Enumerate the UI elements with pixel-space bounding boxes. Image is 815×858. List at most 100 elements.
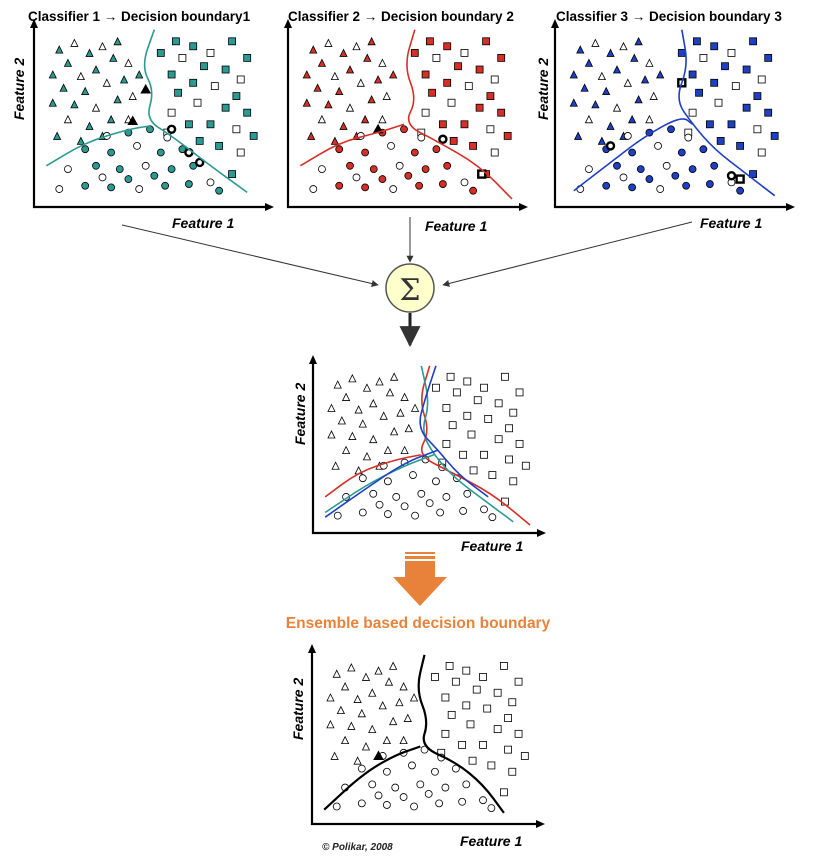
- class-square-point: [490, 148, 499, 157]
- class-square-point: [462, 701, 471, 710]
- class-square-point: [195, 136, 204, 145]
- y-axis-arrowhead: [308, 644, 316, 653]
- class-square-point: [459, 450, 468, 459]
- class-circle-point: [438, 180, 447, 188]
- class-triangle-point: [382, 735, 392, 745]
- class-circle-point: [425, 499, 434, 508]
- panel-1-ylabel: Feature 2: [11, 58, 27, 120]
- panel-2-xlabel: Feature 1: [425, 218, 487, 234]
- class-square-point: [764, 108, 773, 117]
- class-triangle-point: [91, 65, 101, 74]
- class-triangle-point: [645, 114, 654, 124]
- class-circle-point: [404, 171, 413, 180]
- class-triangle-point: [591, 38, 600, 47]
- class-square-point: [172, 37, 180, 46]
- class-square-point: [504, 745, 513, 754]
- class-square-point: [727, 120, 736, 129]
- class-square-point: [221, 103, 230, 112]
- class-circle-point: [667, 125, 675, 134]
- class-square-point: [757, 148, 766, 157]
- class-triangle-point: [399, 682, 408, 691]
- class-circle-point: [602, 181, 611, 190]
- class-triangle-point: [55, 45, 64, 54]
- class-square-point: [464, 82, 473, 91]
- class-square-point: [462, 666, 471, 675]
- class-square-point: [508, 698, 517, 707]
- class-square-point: [441, 729, 450, 738]
- class-triangle-point: [135, 70, 144, 79]
- class-circle-point: [156, 148, 165, 157]
- class-triangle-point: [382, 91, 391, 100]
- ensemble-xlabel: Feature 1: [460, 833, 522, 849]
- class-triangle-point: [395, 697, 404, 707]
- class-square-point: [243, 54, 252, 62]
- class-triangle-point: [353, 756, 362, 765]
- class-circle-point: [369, 165, 378, 174]
- class-square-point: [475, 65, 484, 74]
- class-triangle-point: [352, 41, 361, 51]
- class-triangle-point: [128, 91, 137, 100]
- class-square-point: [508, 767, 517, 776]
- decision-boundary: [420, 365, 531, 526]
- class-circle-point: [469, 186, 478, 195]
- class-circle-point: [479, 796, 487, 805]
- class-circle-point: [318, 165, 326, 174]
- classifier-2-plot: [284, 19, 528, 211]
- decision-boundary: [419, 365, 489, 498]
- class-square-point: [770, 132, 779, 140]
- class-circle-point: [146, 125, 154, 134]
- class-square-point: [452, 388, 461, 397]
- class-triangle-point: [373, 75, 383, 84]
- class-circle-point: [400, 125, 408, 134]
- class-square-point: [446, 372, 455, 381]
- class-square-point: [410, 49, 419, 57]
- class-circle-point: [124, 175, 133, 183]
- class-triangle-point: [109, 53, 118, 62]
- class-square-point: [488, 471, 497, 479]
- class-triangle-point: [324, 99, 333, 109]
- class-triangle-point: [324, 38, 333, 47]
- class-triangle-point: [573, 131, 583, 140]
- class-triangle-point: [302, 70, 311, 79]
- panel-2-title: Classifier 2 → Decision boundary 2: [288, 9, 514, 24]
- decision-boundary: [420, 365, 514, 523]
- class-square-point: [514, 677, 523, 686]
- axes: [286, 27, 520, 209]
- arrow-from-classifier-1: [121, 224, 379, 287]
- class-triangle-point: [389, 716, 398, 726]
- misclassified-triangle: [140, 83, 152, 94]
- class-circle-point: [415, 181, 424, 190]
- misclassified-circle: [438, 134, 448, 144]
- class-triangle-point: [580, 83, 589, 92]
- class-triangle-point: [606, 48, 615, 57]
- class-triangle-point: [63, 58, 73, 67]
- class-square-point: [487, 761, 496, 770]
- class-circle-point: [421, 165, 430, 174]
- class-circle-point: [459, 507, 468, 515]
- class-square-point: [189, 78, 198, 87]
- class-square-point: [742, 103, 751, 112]
- class-square-point: [480, 450, 488, 459]
- class-square-point: [460, 120, 469, 129]
- class-square-point: [736, 141, 745, 150]
- decision-boundary: [324, 449, 439, 518]
- class-circle-point: [636, 165, 645, 174]
- class-square-point: [505, 424, 514, 433]
- class-circle-point: [332, 802, 341, 811]
- class-circle-point: [417, 489, 426, 498]
- class-triangle-point: [70, 38, 79, 47]
- class-square-point: [426, 37, 434, 46]
- class-circle-point: [442, 493, 451, 501]
- class-square-point: [469, 466, 478, 475]
- class-circle-point: [368, 780, 377, 789]
- class-circle-point: [382, 767, 391, 776]
- misclassified-square: [735, 174, 745, 184]
- class-triangle-point: [378, 701, 387, 710]
- class-square-point: [520, 752, 529, 760]
- class-triangle-point: [597, 71, 607, 81]
- class-circle-point: [133, 141, 141, 150]
- decision-boundary: [417, 654, 505, 814]
- decision-boundary: [678, 29, 776, 197]
- class-circle-point: [409, 471, 417, 479]
- class-square-point: [469, 141, 478, 150]
